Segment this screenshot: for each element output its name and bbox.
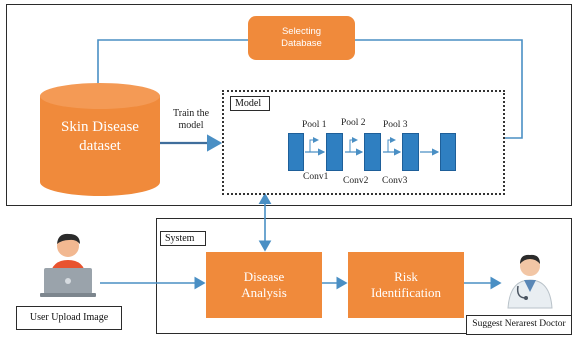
disease-analysis-label: Disease Analysis [241,269,287,300]
dataset-cylinder [40,83,160,196]
model-label: Model [230,96,270,111]
risk-identification-box: Risk Identification [348,252,464,318]
cnn-layer-5 [440,133,456,171]
conv-1-label: Conv1 [303,172,329,182]
train-model-label: Train the model [172,108,210,131]
conv-3-label: Conv3 [382,176,408,186]
cnn-layer-4 [402,133,419,171]
pool-2-label: Pool 2 [341,118,366,128]
user-laptop-icon [40,233,96,297]
risk-identification-label: Risk Identification [370,269,442,300]
selecting-database-box: Selecting Database [248,16,355,60]
cnn-layer-3 [364,133,381,171]
model-box [222,90,505,195]
system-label: System [160,231,206,246]
disease-analysis-box: Disease Analysis [206,252,322,318]
doctor-icon [507,254,553,309]
cnn-layer-1 [288,133,304,171]
cnn-layer-2 [326,133,343,171]
conv-2-label: Conv2 [343,176,369,186]
user-upload-caption: User Upload Image [29,312,109,323]
doctor-caption-box [466,315,572,335]
user-upload-caption-box [16,306,122,330]
selecting-database-label: Selecting Database [281,26,322,49]
doctor-caption: Suggest Nerarest Doctor [472,319,566,329]
dataset-label: Skin Disease dataset [61,119,139,154]
pool-3-label: Pool 3 [383,120,408,130]
pool-1-label: Pool 1 [302,120,327,130]
